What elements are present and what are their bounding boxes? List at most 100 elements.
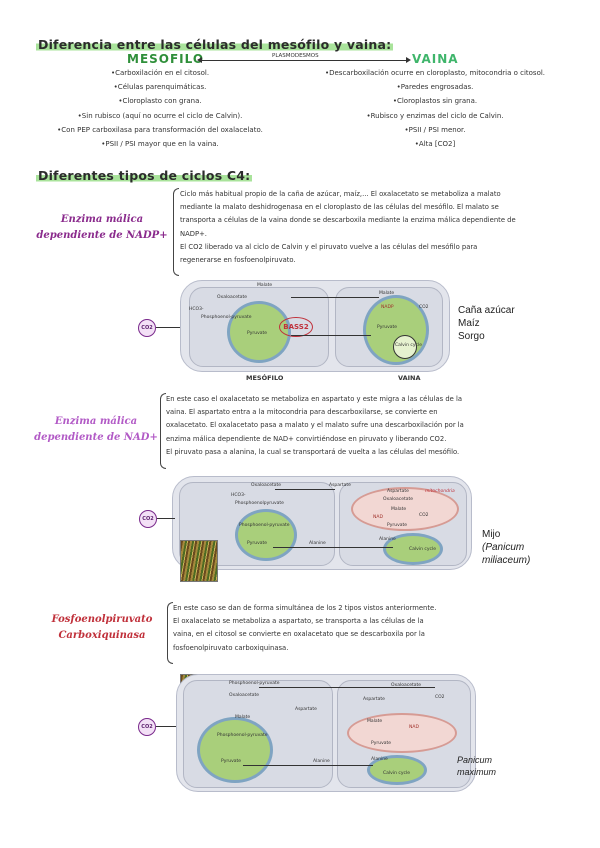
species-list: Caña azúcar Maíz Sorgo — [458, 305, 515, 342]
vaina-label: VAINA — [412, 52, 459, 66]
label-pep: Phosphoenol-pyruvate — [217, 733, 268, 738]
label-pyruvate: Pyruvate — [371, 741, 392, 746]
co2-marker: CO2 — [138, 718, 156, 736]
nad-diagram: Oxaloacetate Aspartate HCO3- Phosphoenol… — [172, 476, 472, 570]
co2-marker: CO2 — [139, 510, 157, 528]
label-pep: Phosphoenol-pyruvate — [201, 315, 252, 320]
list-item: •PSII / PSI mayor que en la vaina. — [101, 140, 219, 149]
label-hco3: HCO3- — [189, 307, 204, 312]
sheath-chloroplast — [383, 533, 443, 565]
label-oxaloacetate: Oxaloacetate — [229, 693, 260, 698]
mitochondrion — [347, 713, 457, 753]
nadp-diagram: Malate Oxaloacetate HCO3- Phosphoenol-py… — [180, 280, 450, 372]
mitochondrion — [351, 487, 459, 531]
label-oxaloacetate: Oxaloacetate — [383, 497, 414, 502]
arrow-left-icon — [197, 57, 202, 63]
label-pep: Phosphoenol-pyruvate — [239, 523, 290, 528]
brace — [160, 393, 166, 469]
arrow-line — [156, 327, 180, 328]
label-alanine: Alanine — [313, 759, 330, 764]
mesofilo-label: MESOFILO — [127, 52, 205, 66]
label-pyruvate: Pyruvate — [387, 523, 408, 528]
brace — [173, 188, 179, 276]
label-nad: NAD — [409, 725, 419, 730]
label-co2: CO2 — [435, 695, 445, 700]
connector-line — [200, 60, 408, 61]
arrow-line — [156, 726, 176, 727]
label-calvin-cycle: Calvin cycle — [395, 343, 422, 348]
label-nad: NAD — [373, 515, 383, 520]
vaina-list: •Descarboxilación ocurre en cloroplasto,… — [300, 66, 570, 151]
label-aspartate: Aspartate — [295, 707, 317, 712]
arrow-right-icon — [406, 57, 411, 63]
arrow-line — [291, 335, 371, 336]
list-item: •Descarboxilación ocurre en cloroplasto,… — [324, 69, 546, 77]
mesophyll-chloroplast — [197, 717, 273, 783]
vaina-caption: VAINA — [398, 374, 421, 382]
arrow-line — [275, 489, 335, 490]
section-1-text: Ciclo más habitual propio de la caña de … — [180, 190, 516, 265]
label-malate: Malate — [367, 719, 383, 724]
label-malate: Malate — [391, 507, 407, 512]
section-1-title: Enzima málica dependiente de NADP+ — [36, 214, 168, 241]
label-malate: Malate — [379, 291, 395, 296]
arrow-line — [273, 547, 393, 548]
label-mitochondria: mitochondria — [425, 489, 455, 494]
label-alanine: Alanine — [379, 537, 396, 542]
mesophyll-chloroplast — [235, 509, 297, 561]
label-calvin-cycle: Calvin cycle — [409, 547, 436, 552]
list-item: •Células parenquimáticas. — [113, 83, 207, 92]
calvin-cycle-circle — [393, 335, 417, 359]
mesofilo-list: •Carboxilación en el citosol. •Células p… — [30, 66, 290, 151]
label-malate: Malate — [257, 283, 273, 288]
label-co2: CO2 — [419, 513, 429, 518]
label-calvin-cycle: Calvin cycle — [383, 771, 410, 776]
section-3-text: En este caso se dan de forma simultánea … — [173, 604, 437, 652]
label-pep: Phosphoenol-pyruvate — [229, 681, 280, 686]
plasmodesmos-label: PLASMODESMOS — [272, 53, 319, 59]
list-item: •Rubisco y enzimas del ciclo de Calvin. — [366, 111, 504, 120]
types-title: Diferentes tipos de ciclos C4: — [36, 168, 253, 183]
pepck-diagram: Phosphoenol-pyruvate Oxaloacetate Aspart… — [176, 674, 476, 792]
label-nadp: NADP — [381, 305, 394, 310]
brace — [167, 602, 173, 664]
list-item: •PSII / PSI menor. — [404, 125, 466, 134]
bass2-badge: BASS2 — [279, 317, 313, 337]
list-item: •Sin rubisco (aquí no ocurre el ciclo de… — [77, 111, 243, 120]
label-oxaloacetate: Oxaloacetate — [217, 295, 248, 300]
section-2-title: Enzima málica dependiente de NAD+ — [34, 416, 158, 443]
list-item: •Con PEP carboxilasa para transformación… — [57, 125, 263, 134]
list-item: •Cloroplastos sin grana. — [392, 97, 478, 106]
label-aspartate: Aspartate — [329, 483, 351, 488]
arrow-line — [157, 518, 175, 519]
list-item: •Carboxilación en el citosol. — [110, 69, 210, 77]
arrow-line — [259, 687, 435, 688]
label-co2: CO2 — [419, 305, 429, 310]
label-aspartate: Aspartate — [387, 489, 409, 494]
label-aspartate: Aspartate — [363, 697, 385, 702]
sheath-chloroplast — [367, 755, 427, 785]
mesofilo-caption: MESÓFILO — [246, 374, 284, 382]
list-item: •Alta [CO2] — [414, 140, 456, 149]
label-alanine: Alanine — [371, 757, 388, 762]
list-item: •Cloroplasto con grana. — [118, 97, 202, 106]
list-item: •Paredes engrosadas. — [396, 83, 474, 92]
co2-marker: CO2 — [138, 319, 156, 337]
millet-photo — [180, 540, 218, 582]
label-malate: Malate — [235, 715, 251, 720]
label-oxaloacetate: Oxaloacetate — [251, 483, 282, 488]
label-pep: Phosphoenolpyruvate — [235, 501, 284, 506]
label-pyruvate: Pyruvate — [377, 325, 398, 330]
label-pyruvate: Pyruvate — [247, 331, 268, 336]
page-title: Diferencia entre las células del mesófil… — [36, 37, 394, 52]
section-2-text: En este caso el oxalacetato se metaboliz… — [166, 395, 464, 456]
label-pyruvate: Pyruvate — [221, 759, 242, 764]
arrow-line — [243, 765, 373, 766]
label-oxaloacetate: Oxaloacetate — [391, 683, 422, 688]
label-hco3: HCO3- — [231, 493, 246, 498]
label-alanine: Alanine — [309, 541, 326, 546]
label-pyruvate: Pyruvate — [247, 541, 268, 546]
section-3-title: Fosfoenolpiruvato Carboxiquinasa — [51, 614, 153, 641]
species-list: Mijo (Panicum miliaceum) — [482, 529, 531, 566]
arrow-line — [291, 297, 379, 298]
